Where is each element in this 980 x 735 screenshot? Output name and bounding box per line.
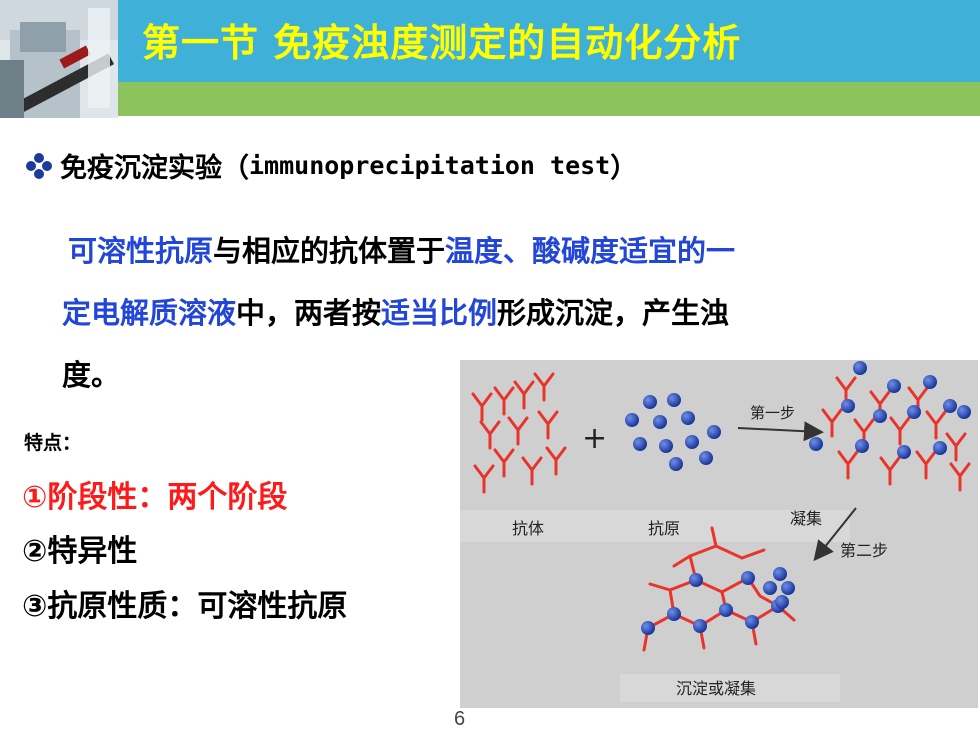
description-paragraph: 可溶性抗原与相应的抗体置于温度、酸碱度适宜的一 定电解质溶液中，两者按适当比例形… <box>62 220 952 406</box>
precipitate-lattice <box>642 526 796 652</box>
plus-sign: + <box>582 421 607 456</box>
bullet-heading: 免疫沉淀实验（ immunoprecipitation test ） <box>24 146 637 185</box>
para-seg7: 形成沉淀，产生浊 <box>497 296 730 330</box>
header-band <box>118 0 980 82</box>
para-seg1: 可溶性抗原 <box>68 234 214 268</box>
diamond-bullet-icon <box>26 152 52 179</box>
feature-item-1: ①阶段性：两个阶段 <box>22 480 288 515</box>
header-accent-bar <box>118 82 980 116</box>
bullet-label-cn: 免疫沉淀实验（ <box>60 153 249 184</box>
feature-item-3: ③抗原性质：可溶性抗原 <box>22 589 348 624</box>
label-step2: 第二步 <box>840 541 888 560</box>
page-number: 6 <box>454 708 466 730</box>
bullet-label-close: ） <box>610 153 638 184</box>
para-seg3: 温度、酸碱度适宜的一 <box>445 234 736 268</box>
antigen-group <box>625 393 721 471</box>
header-photo <box>0 0 118 118</box>
para-seg6: 适当比例 <box>381 296 498 330</box>
para-seg2: 与相应的抗体置于 <box>213 234 446 268</box>
feature-item-2: ②特异性 <box>22 534 138 569</box>
complex-group <box>809 361 971 492</box>
label-antigen: 抗原 <box>648 519 680 538</box>
bullet-label-en: immunoprecipitation test <box>249 151 611 180</box>
label-band <box>460 510 850 542</box>
features-title: 特点： <box>24 432 82 454</box>
step2-arrow <box>813 507 857 562</box>
label-result: 沉淀或凝集 <box>676 679 756 698</box>
step1-arrow <box>737 421 824 442</box>
precipitate-antigens <box>641 567 795 635</box>
label-agglutinate: 凝集 <box>790 509 822 528</box>
para-seg8: 度。 <box>62 358 121 392</box>
precipitation-diagram: + 第一步 抗体 抗原 凝集 第二步 <box>460 360 978 708</box>
result-label-band <box>620 674 840 702</box>
label-antibody: 抗体 <box>512 519 544 538</box>
slide-title: 第一节 免疫浊度测定的自动化分析 <box>142 21 742 65</box>
label-step1: 第一步 <box>750 404 795 422</box>
para-seg4: 定电解质溶液 <box>62 296 237 330</box>
para-seg5: 中，两者按 <box>236 296 382 330</box>
